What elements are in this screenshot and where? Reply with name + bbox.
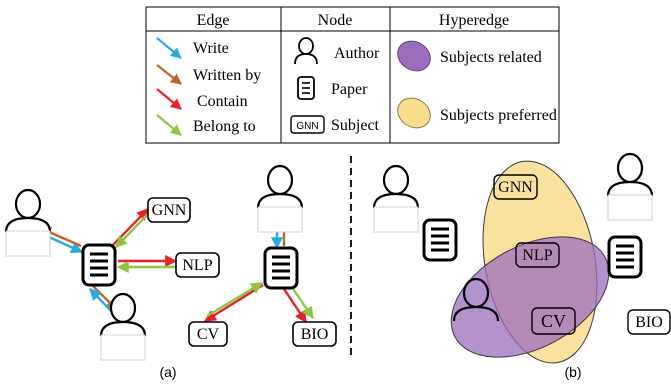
subject-label-nlp: NLP	[182, 257, 212, 274]
belong-to-arrow	[156, 114, 182, 136]
legend-node-author-label: Author	[334, 45, 380, 62]
paper-icon	[297, 76, 315, 100]
subject-label-b-bio: BIO	[635, 314, 663, 331]
legend-node-subject-tag: GNN	[296, 121, 318, 132]
legend-hyperedge-related: Subjects related	[397, 40, 542, 72]
legend-header-node: Node	[318, 12, 353, 29]
panel-a: GNN NLP CV BIO (a)	[4, 164, 337, 380]
write-arrow	[156, 37, 182, 59]
subject-label-gnn: GNN	[152, 202, 187, 219]
panel-b-caption: (b)	[564, 364, 581, 380]
author-node-2	[99, 292, 147, 362]
edge-gnn-belongto-paper1	[115, 213, 149, 248]
edge-cv-belongto-paper2	[206, 281, 264, 318]
paper-node-b-1	[422, 218, 458, 262]
written-by-arrow	[156, 64, 182, 85]
paper-node-1	[81, 243, 117, 287]
subject-node-cv: CV	[188, 321, 228, 347]
legend-edge-contain: Contain	[156, 88, 248, 110]
hyperedge-author-node	[452, 277, 500, 322]
legend-edge-write: Write	[156, 37, 229, 59]
legend-edge-written-by: Written by	[156, 64, 261, 85]
subject-label-b-cv: CV	[541, 311, 566, 331]
legend-edge-written-by-label: Written by	[193, 67, 261, 84]
subject-node-bio: BIO	[292, 321, 337, 347]
legend-header-edge: Edge	[197, 12, 230, 29]
legend-edge-write-label: Write	[193, 40, 229, 57]
legend-border	[145, 6, 560, 144]
subject-tag-icon	[290, 115, 325, 134]
related-hyperedge-swatch	[397, 40, 431, 72]
subject-node-b-nlp: NLP	[515, 242, 560, 268]
subject-node-b-bio: BIO	[627, 309, 671, 335]
subject-label-b-nlp: NLP	[522, 247, 552, 264]
subject-label-b-gnn: GNN	[498, 179, 533, 196]
preferred-hyperedge-swatch	[397, 97, 431, 129]
subject-node-b-cv: CV	[531, 307, 576, 335]
panel-a-caption: (a)	[159, 364, 176, 380]
legend-node-paper-label: Paper	[331, 81, 368, 98]
author-node-b-1	[372, 164, 420, 234]
paper-node-2	[263, 246, 299, 290]
author-node-3	[256, 164, 304, 234]
author-node-b-2	[606, 152, 654, 222]
edge-paper1-contain-gnn	[111, 208, 149, 247]
legend-table: Edge Node Hyperedge Write Written by Con…	[145, 6, 560, 144]
contain-arrow	[156, 88, 182, 110]
subject-node-gnn: GNN	[147, 197, 191, 223]
legend-hyperedge-preferred-label: Subjects preferred	[440, 107, 557, 124]
related-hyperedge	[450, 236, 610, 358]
paper-node-b-2	[607, 235, 643, 279]
legend-hyperedge-preferred: Subjects preferred	[397, 97, 557, 129]
edge-author2-write-paper1	[89, 288, 114, 314]
legend-header-hyperedge: Hyperedge	[439, 12, 509, 29]
legend-hyperedge-related-label: Subjects related	[440, 49, 542, 66]
subject-label-bio: BIO	[301, 326, 329, 343]
legend-node-subject: GNN Subject	[290, 115, 380, 134]
author-node-1	[4, 188, 52, 258]
legend-node-paper: Paper	[297, 76, 368, 100]
edge-paper2-contain-cv	[203, 283, 264, 323]
legend-edge-contain-label: Contain	[197, 93, 248, 110]
legend-node-subject-label: Subject	[331, 117, 380, 134]
legend-node-author: Author	[294, 37, 380, 65]
edge-bio-belongto-paper2	[290, 285, 314, 319]
panel-b: GNN NLP CV BIO (b)	[372, 152, 671, 380]
edge-paper2-contain-bio	[283, 288, 307, 323]
legend-edge-belong-to-label: Belong to	[193, 118, 256, 135]
person-icon	[294, 37, 318, 65]
legend-edge-belong-to: Belong to	[156, 114, 256, 136]
subject-node-b-gnn: GNN	[493, 174, 538, 200]
subject-node-nlp: NLP	[175, 252, 220, 278]
subject-label-cv: CV	[197, 326, 220, 343]
